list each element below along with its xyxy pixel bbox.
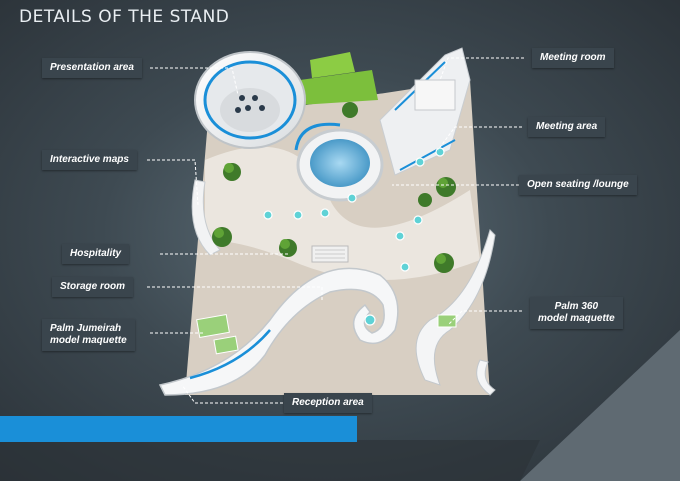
label-open-seating: Open seating /lounge [519,175,637,195]
label-reception-area: Reception area [284,393,372,413]
label-hospitality: Hospitality [62,244,130,264]
reception-wall [158,267,399,396]
label-palm-360-line1: Palm 360 [554,301,599,312]
grass-area [300,70,378,105]
page-title: DETAILS OF THE STAND [19,7,230,27]
label-palm-360: Palm 360 model maquette [530,297,623,329]
label-palm-jumeirah-line2: model maquette [50,335,127,346]
label-presentation-area: Presentation area [42,58,142,78]
label-storage-room: Storage room [52,277,134,297]
palm-jumeirah-maquette [196,313,230,339]
label-palm-jumeirah: Palm Jumeirah model maquette [42,319,135,351]
label-palm-jumeirah-line1: Palm Jumeirah [50,323,122,334]
label-meeting-area: Meeting area [528,117,606,137]
palm-360-wall [415,229,496,386]
accent-bar [0,416,357,442]
label-palm-360-line2: model maquette [538,313,615,324]
palm-360-maquette [437,314,457,328]
interactive-maps-wall [191,179,221,256]
label-meeting-room: Meeting room [532,48,614,68]
label-interactive-maps: Interactive maps [42,150,137,170]
